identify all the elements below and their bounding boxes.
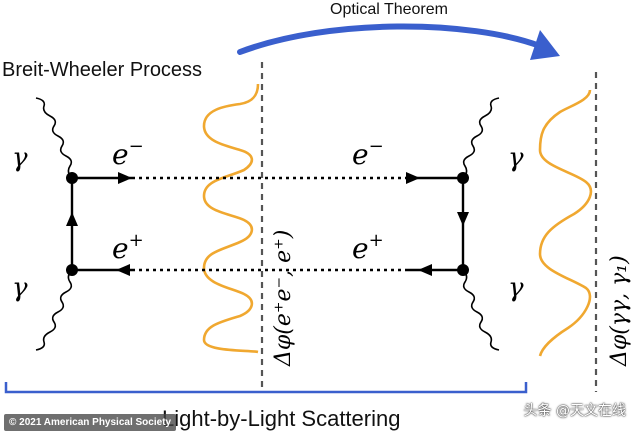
- electron-label-left: e−: [112, 136, 144, 171]
- light-by-light-bracket: [4, 382, 528, 394]
- right-bottom-photon: [462, 269, 500, 351]
- left-bottom-photon: [35, 269, 73, 351]
- light-by-light-label: Light-by-Light Scattering: [162, 406, 400, 431]
- optical-theorem-label: Optical Theorem: [330, 1, 448, 18]
- right-down-arrow: [457, 212, 469, 226]
- left-wave-packet: [202, 83, 260, 354]
- phase-label-gg: Δφ(γγ, γ₁): [607, 255, 632, 367]
- optical-theorem-arrow: [237, 23, 543, 55]
- left-top-photon: [35, 97, 73, 179]
- positron-label-left: e+: [112, 230, 144, 265]
- gamma-label-left-bottom: γ: [12, 273, 28, 303]
- copyright-credit: © 2021 American Physical Society: [4, 414, 177, 431]
- left-electron-arrow: [118, 172, 132, 184]
- watermark: 头条 @天文在线: [523, 403, 626, 419]
- gamma-label-right-bottom: γ: [508, 273, 524, 303]
- optical-theorem-arrowhead: [530, 30, 560, 60]
- breit-wheeler-title: Breit-Wheeler Process: [2, 59, 202, 81]
- left-positron-arrow: [116, 264, 130, 276]
- right-positron-arrow: [418, 264, 432, 276]
- electron-label-right: e−: [352, 136, 384, 171]
- positron-label-right: e+: [352, 230, 384, 265]
- right-electron-arrow: [406, 172, 420, 184]
- right-wave-packet: [538, 89, 593, 357]
- right-top-photon: [462, 97, 500, 179]
- gamma-label-left-top: γ: [12, 143, 28, 173]
- left-up-arrow: [66, 212, 78, 226]
- gamma-label-right-top: γ: [508, 143, 524, 173]
- phase-label-ee: Δφ(e⁺e⁻, e⁺): [271, 230, 296, 367]
